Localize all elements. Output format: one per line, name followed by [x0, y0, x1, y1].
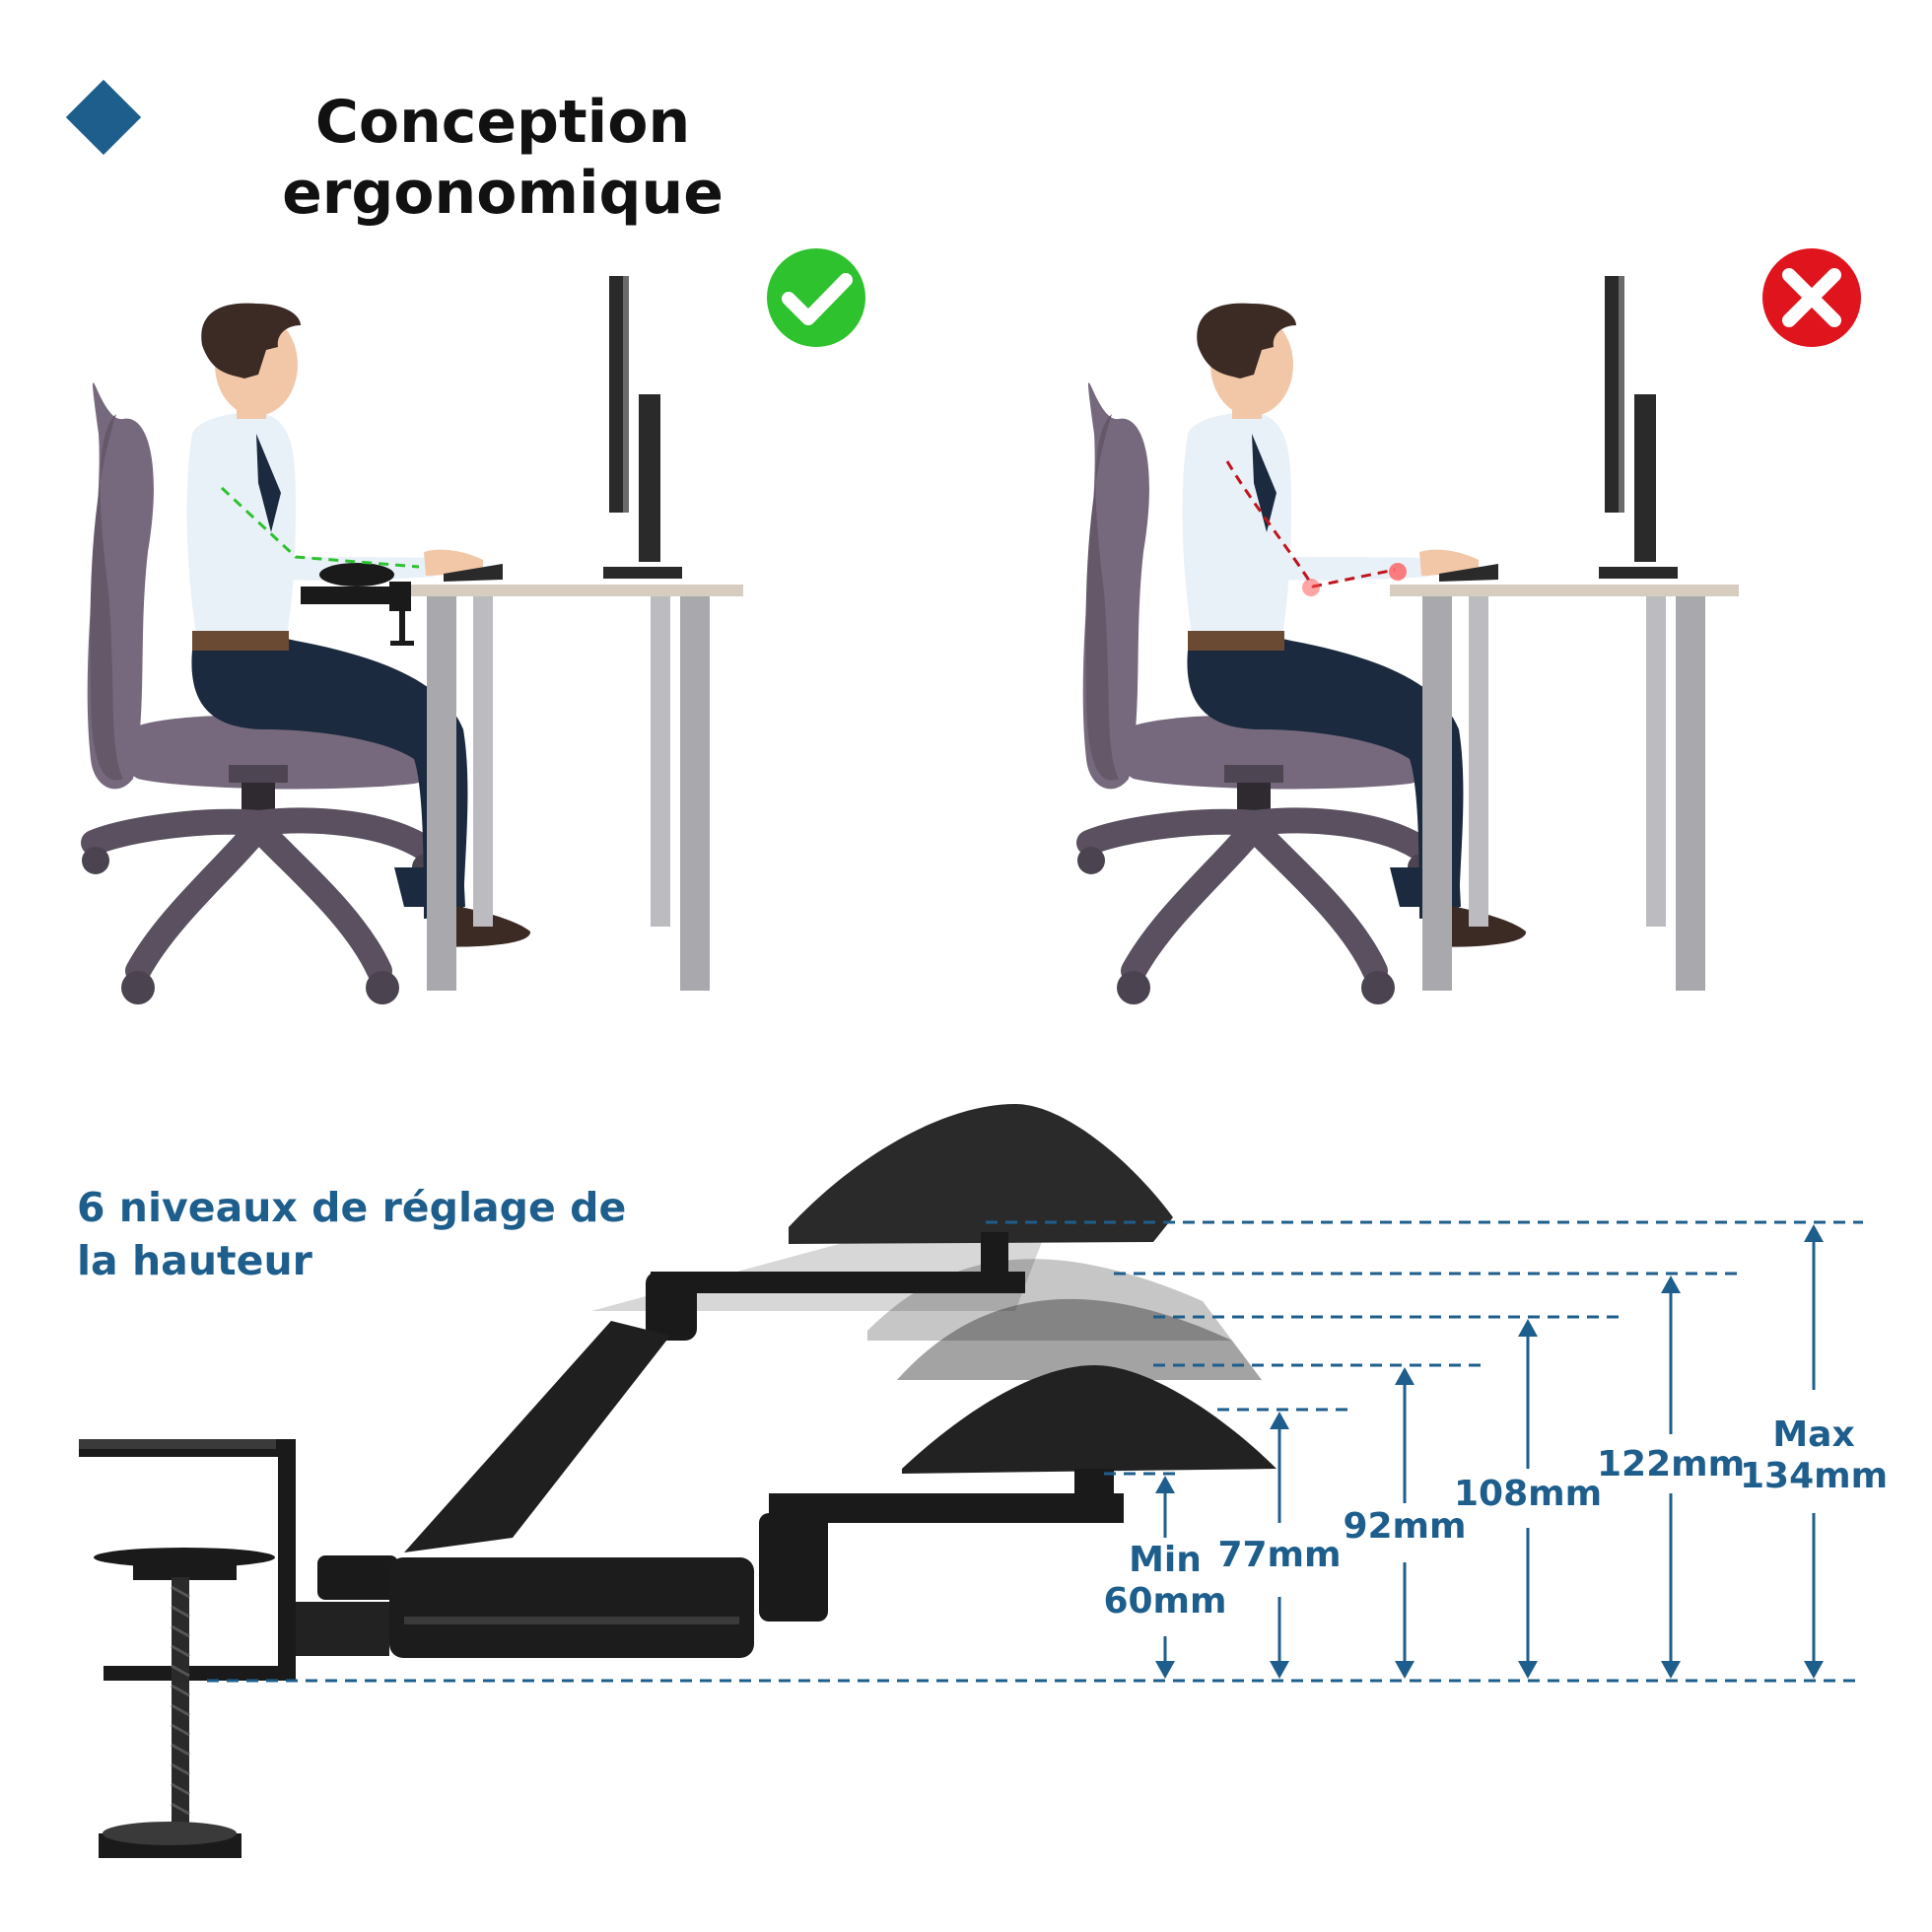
dimension-label-top: Min — [1129, 1540, 1202, 1580]
dimension-label-value: 134mm — [1740, 1456, 1889, 1496]
incorrect-posture-scene — [1077, 276, 1739, 1004]
dimension-label-level-3: 92mm — [1336, 1506, 1474, 1548]
adjustment-title-line-2: la hauteur — [77, 1237, 312, 1284]
dimension-lines — [207, 1220, 1863, 1683]
dimension-label-level-6: Max 134mm — [1740, 1414, 1888, 1497]
dimension-label-value: 60mm — [1103, 1581, 1227, 1622]
armrest-product-small — [301, 563, 414, 646]
cross-badge-icon — [1762, 248, 1861, 347]
title-line-1: Conception — [314, 88, 691, 157]
strain-point-elbow — [1302, 579, 1320, 596]
posture-line-incorrect — [1225, 460, 1396, 588]
dimension-label-value: 122mm — [1597, 1444, 1746, 1484]
strain-point-wrist — [1389, 563, 1407, 581]
dimension-label-level-5: 122mm — [1597, 1444, 1745, 1485]
dimension-label-value: 77mm — [1217, 1535, 1342, 1575]
armrest-clamp-product — [79, 1104, 1276, 1858]
correct-posture-scene — [82, 276, 743, 1004]
dimension-label-value: 92mm — [1343, 1506, 1467, 1547]
title-line-2: ergonomique — [282, 159, 724, 228]
posture-line-correct — [220, 486, 420, 569]
dimension-label-level-1: Min 60mm — [1096, 1540, 1234, 1622]
dimension-label-level-4: 108mm — [1454, 1474, 1602, 1515]
dimension-label-top: Max — [1772, 1414, 1855, 1455]
adjustment-title: 6 niveaux de réglage de la hauteur — [77, 1181, 668, 1287]
adjustment-title-line-1: 6 niveaux de réglage de — [77, 1184, 627, 1231]
page-title: Conception ergonomique — [227, 87, 779, 229]
dimension-label-level-2: 77mm — [1210, 1535, 1348, 1576]
dimension-label-value: 108mm — [1454, 1474, 1603, 1514]
check-badge-icon — [767, 248, 865, 347]
